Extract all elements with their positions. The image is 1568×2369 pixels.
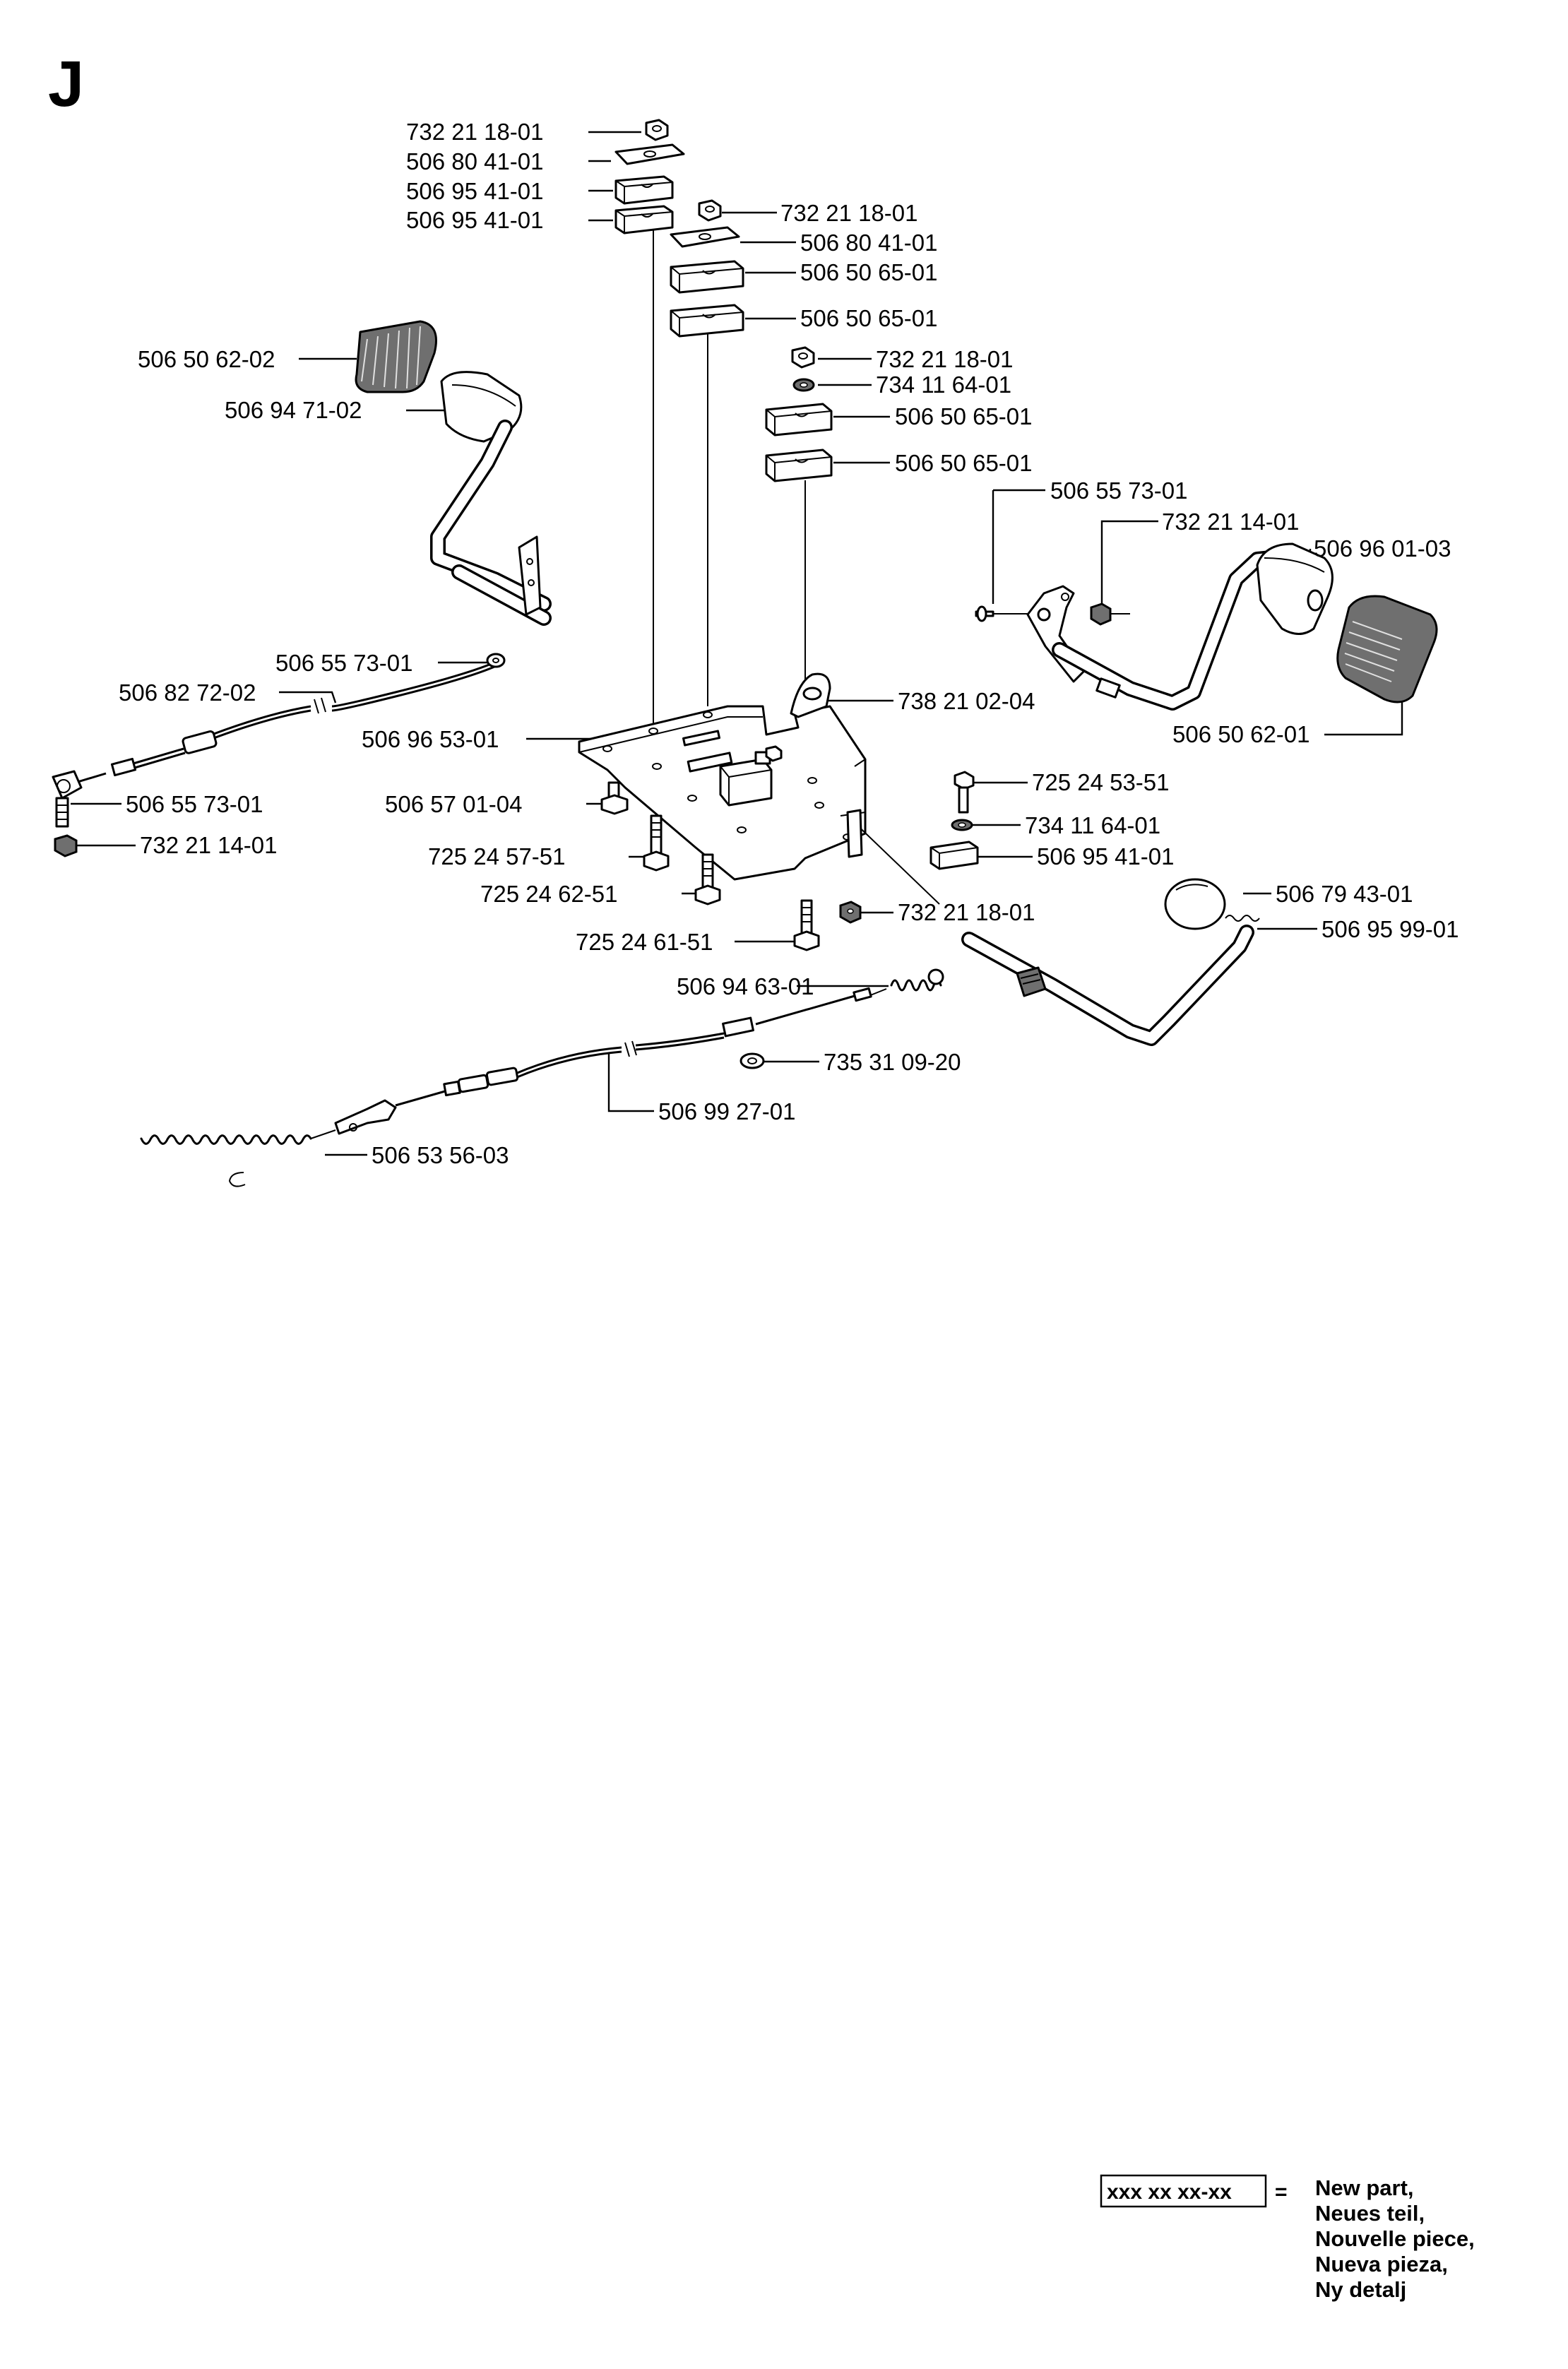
- screw-icon: [975, 605, 1031, 622]
- part-label: 506 94 71-02: [225, 397, 362, 423]
- part-label: 506 50 62-01: [1172, 721, 1310, 747]
- part-label: 732 21 14-01: [1162, 509, 1300, 535]
- pedal-pad-icon: [1336, 595, 1438, 703]
- bolt-icon: [694, 853, 721, 906]
- lower-cable-assembly: [140, 968, 944, 1187]
- clip-icon: [740, 1052, 765, 1069]
- part-labels: 732 21 18-01 506 80 41-01 506 95 41-01 5…: [119, 119, 1459, 1168]
- nut-icon: [645, 119, 669, 141]
- part-label: 506 50 65-01: [800, 305, 938, 331]
- legend-line: Ny detalj: [1315, 2277, 1406, 2302]
- clamp-block-icon: [765, 403, 833, 437]
- part-label: 506 95 41-01: [1037, 843, 1175, 869]
- bolt-icon: [793, 899, 820, 951]
- part-label: 734 11 64-01: [876, 372, 1011, 398]
- base-plate: [578, 672, 940, 905]
- part-label: 506 95 99-01: [1321, 916, 1459, 942]
- washer-plate-icon: [670, 226, 740, 248]
- part-label: 506 79 43-01: [1276, 881, 1413, 907]
- part-label: 732 21 14-01: [140, 832, 278, 858]
- right-pedal-assembly: [975, 542, 1438, 711]
- part-label: 506 55 73-01: [126, 791, 263, 817]
- left-cable-assembly: [52, 653, 506, 857]
- nut-icon: [791, 346, 815, 369]
- lever-knob-icon: [1164, 878, 1226, 930]
- nut-icon: [1090, 602, 1112, 626]
- part-label: 506 99 27-01: [658, 1098, 796, 1124]
- part-label: 732 21 18-01: [876, 346, 1014, 372]
- part-label: 506 82 72-02: [119, 679, 256, 706]
- part-label: 506 53 56-03: [372, 1142, 509, 1168]
- part-label: 734 11 64-01: [1025, 812, 1160, 838]
- clamp-block-icon: [670, 304, 744, 338]
- part-label: 506 57 01-04: [385, 791, 523, 817]
- part-label: 725 24 61-51: [576, 929, 713, 955]
- bolt-icon: [600, 781, 629, 815]
- legend-line: Neues teil,: [1315, 2201, 1425, 2226]
- clamp-block-icon: [765, 449, 833, 482]
- legend-code: xxx xx xx-xx: [1107, 2180, 1232, 2204]
- part-label: 732 21 18-01: [406, 119, 544, 145]
- part-label: 506 80 41-01: [800, 230, 938, 256]
- bolt-icon: [954, 771, 975, 814]
- legend-equals: =: [1275, 2180, 1288, 2204]
- part-label: 738 21 02-04: [898, 688, 1035, 714]
- part-label: 506 80 41-01: [406, 148, 544, 174]
- part-label: 732 21 18-01: [898, 899, 1035, 925]
- part-label: 725 24 53-51: [1032, 769, 1170, 795]
- clamp-block-icon: [929, 841, 979, 870]
- section-letter: J: [48, 48, 84, 120]
- gear-lever-assembly: [961, 878, 1260, 1046]
- spring-icon: [140, 1134, 312, 1145]
- stack-left: [614, 119, 685, 234]
- part-label: 506 95 41-01: [406, 207, 544, 233]
- part-label: 725 24 57-51: [428, 843, 566, 869]
- leader-lines: [71, 131, 1403, 1156]
- part-label: 735 31 09-20: [824, 1049, 961, 1075]
- pedal-pad-icon: [355, 320, 437, 393]
- part-label: 506 96 53-01: [362, 726, 499, 752]
- part-label: 506 55 73-01: [1050, 477, 1188, 504]
- legend-line: Nouvelle piece,: [1315, 2226, 1475, 2251]
- cable-ferrule-icon: [182, 730, 218, 754]
- spring-icon: [890, 979, 942, 992]
- fasteners: [600, 771, 979, 951]
- bolt-icon: [643, 814, 670, 872]
- part-label: 506 95 41-01: [406, 178, 544, 204]
- washer-plate-icon: [614, 143, 685, 165]
- legend-code-box: [1100, 2174, 1267, 2208]
- assembly-axes: [653, 230, 806, 731]
- clamp-block-icon: [670, 260, 744, 294]
- part-label: 506 96 01-03: [1314, 535, 1451, 562]
- part-label: 506 50 65-01: [800, 259, 938, 285]
- left-pedal-assembly: [355, 320, 552, 626]
- cable-ferrule-icon: [722, 1016, 754, 1038]
- legend-line: Nueva pieza,: [1315, 2252, 1448, 2276]
- part-label: 506 55 73-01: [275, 650, 413, 676]
- stack-right: [765, 346, 833, 482]
- part-label: 506 50 65-01: [895, 403, 1033, 429]
- nut-icon: [54, 834, 78, 857]
- part-label: 506 50 65-01: [895, 450, 1033, 476]
- legend-line: New part,: [1315, 2175, 1414, 2200]
- stack-center: [670, 199, 744, 338]
- part-label: 732 21 18-01: [780, 200, 918, 226]
- part-label: 506 94 63-01: [677, 973, 814, 999]
- part-label: 506 50 62-02: [138, 346, 275, 372]
- nut-icon: [698, 199, 722, 222]
- cable-eye-icon: [486, 653, 506, 668]
- part-label: 725 24 62-51: [480, 881, 618, 907]
- legend: xxx xx xx-xx = New part, Neues teil, Nou…: [1100, 2174, 1475, 2302]
